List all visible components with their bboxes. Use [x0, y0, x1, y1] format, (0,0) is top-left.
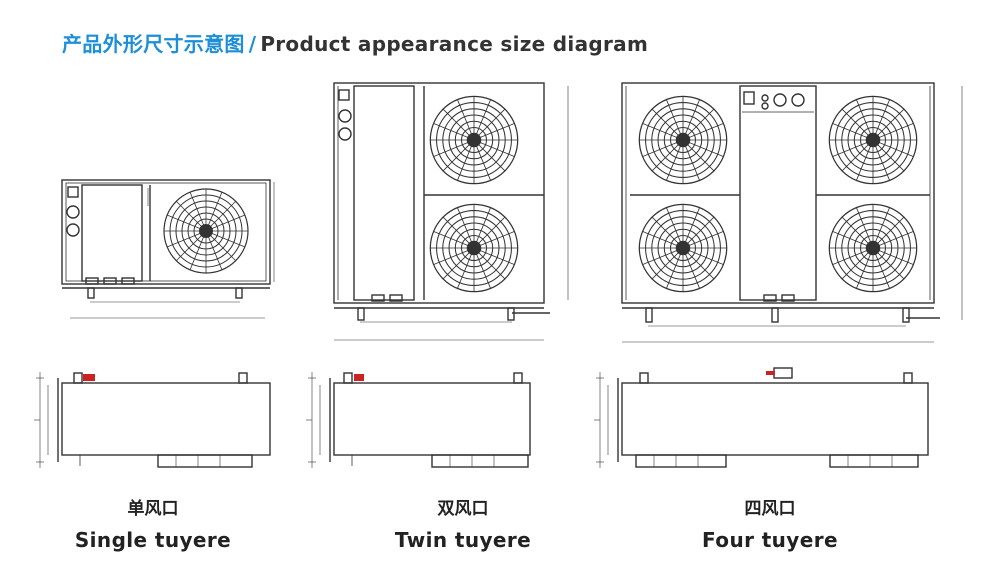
- four-tuyere-front-view: [621, 82, 963, 343]
- caption-single-zh: 单风口: [127, 499, 179, 519]
- fan-icon: [638, 95, 728, 185]
- valve-icon: [83, 374, 95, 381]
- caption-twin-en: Twin tuyere: [394, 528, 532, 552]
- twin-tuyere-top-view: [306, 372, 531, 468]
- caption-four: 四风口 Four tuyere: [640, 497, 900, 555]
- twin-tuyere-front-view: [333, 82, 569, 341]
- title-chinese: 产品外形尺寸示意图: [62, 32, 245, 56]
- caption-twin-zh: 双风口: [437, 499, 489, 519]
- valve-icon: [766, 371, 775, 375]
- fan-icon: [429, 203, 519, 293]
- valve-icon: [354, 374, 364, 381]
- four-tuyere-top-view: [594, 367, 929, 468]
- single-tuyere-top-view: [34, 372, 271, 468]
- title-english: Product appearance size diagram: [260, 32, 649, 56]
- fan-icon: [638, 203, 728, 293]
- title-separator: /: [248, 32, 257, 56]
- single-tuyere-front-view: [61, 179, 275, 319]
- fan-icon: [429, 95, 519, 185]
- caption-four-en: Four tuyere: [702, 528, 838, 552]
- diagram-title: 产品外形尺寸示意图/Product appearance size diagra…: [62, 28, 648, 57]
- caption-single: 单风口 Single tuyere: [23, 497, 283, 555]
- fan-icon: [828, 203, 918, 293]
- caption-four-zh: 四风口: [744, 499, 796, 519]
- caption-single-en: Single tuyere: [74, 528, 232, 552]
- fan-icon: [163, 188, 249, 274]
- caption-twin: 双风口 Twin tuyere: [333, 497, 593, 555]
- fan-icon: [828, 95, 918, 185]
